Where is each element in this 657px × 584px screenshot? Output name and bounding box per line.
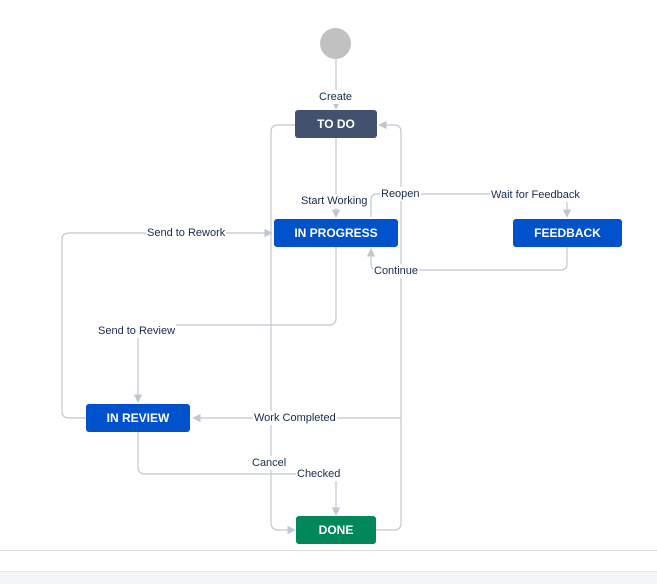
transition-label-send-to-review[interactable]: Send to Review [97, 324, 177, 338]
transition-label-checked[interactable]: Checked [296, 467, 342, 481]
status-todo[interactable]: TO DO [295, 110, 377, 138]
bottom-panel [0, 571, 657, 584]
transition-label-create[interactable]: Create [318, 90, 354, 104]
status-feedback[interactable]: FEEDBACK [513, 219, 622, 247]
transition-label-work-completed[interactable]: Work Completed [253, 411, 337, 425]
transition-label-wait-for-feedback[interactable]: Wait for Feedback [490, 188, 581, 202]
status-in-progress[interactable]: IN PROGRESS [274, 219, 398, 247]
transition-label-start-working[interactable]: Start Working [300, 194, 369, 208]
edge-reopen-loop [376, 120, 402, 531]
transition-label-reopen[interactable]: Reopen [380, 187, 421, 201]
edge-send-to-rework [61, 228, 273, 419]
edge-cancel [270, 124, 296, 535]
status-in-review[interactable]: IN REVIEW [86, 404, 190, 432]
start-node [320, 28, 351, 59]
status-done[interactable]: DONE [296, 516, 376, 544]
transition-label-cancel[interactable]: Cancel [251, 456, 288, 470]
transition-label-continue[interactable]: Continue [373, 264, 420, 278]
transition-label-send-to-rework[interactable]: Send to Rework [146, 226, 227, 240]
divider [0, 550, 657, 551]
edge-continue [366, 247, 568, 271]
